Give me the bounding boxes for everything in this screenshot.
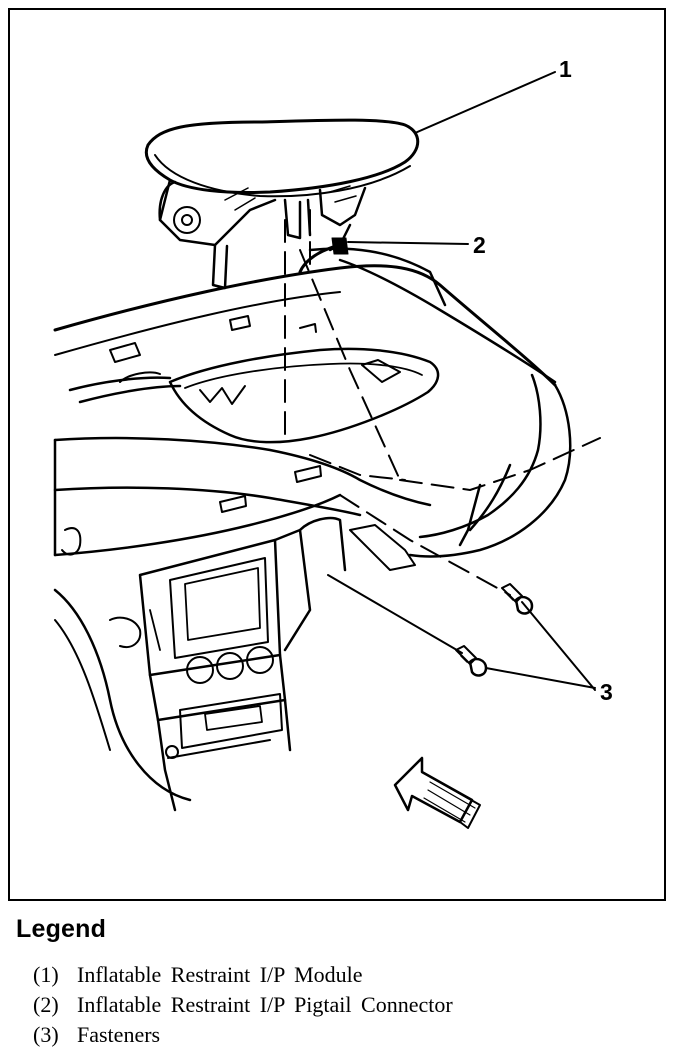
- legend-item-text: Fasteners: [77, 1022, 161, 1047]
- callout-1-leader: [414, 71, 556, 134]
- legend-item-number: (2): [33, 992, 59, 1017]
- fastener-line-lower: [327, 574, 463, 654]
- callout-1-label: 1: [559, 56, 572, 82]
- legend-list: (1) Inflatable Restraint I/P Module (2) In…: [33, 960, 453, 1050]
- instrument-panel-drawing: [53, 247, 572, 802]
- callout-3-leader-a: [521, 601, 596, 691]
- legend-item: (3) Fasteners: [33, 1020, 453, 1050]
- fastener-drawing-lower: [455, 645, 488, 677]
- center-stack-drawing: [109, 516, 416, 812]
- airbag-module-diagram: 1 2 3: [53, 56, 613, 829]
- airbag-module-drawing: [145, 118, 420, 290]
- callout-3-leader-b: [485, 667, 596, 689]
- figure-frame: 1 2 3: [8, 8, 666, 901]
- legend-item: (2) Inflatable Restraint I/P Pigtail Conn…: [33, 990, 453, 1020]
- legend-item-number: (3): [33, 1022, 59, 1047]
- legend-item-text: Inflatable Restraint I/P Module: [77, 962, 363, 987]
- legend-item-number: (1): [33, 962, 59, 987]
- assembly-dashed-lines: [284, 209, 601, 596]
- callout-2-label: 2: [473, 232, 486, 258]
- legend-item: (1) Inflatable Restraint I/P Module: [33, 960, 453, 990]
- callout-2-leader: [347, 241, 469, 245]
- legend-title: Legend: [16, 915, 107, 943]
- callout-3-label: 3: [600, 679, 613, 705]
- direction-arrow-drawing: [393, 756, 481, 829]
- legend-item-text: Inflatable Restraint I/P Pigtail Connect…: [77, 992, 453, 1017]
